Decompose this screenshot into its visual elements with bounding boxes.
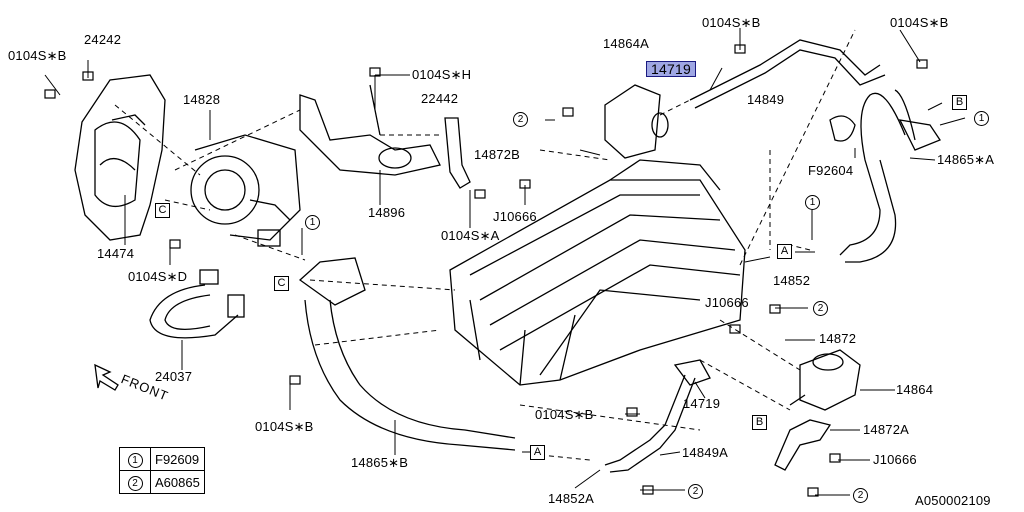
part-label-0104sb: 0104S∗B xyxy=(255,419,314,434)
part-label-24037: 24037 xyxy=(155,369,193,384)
part-label-14896: 14896 xyxy=(368,205,406,220)
diagram-id: A050002109 xyxy=(915,493,991,508)
legend-key: 2 xyxy=(119,470,151,494)
part-label-14872a: 14872A xyxy=(863,422,910,437)
part-label-24242: 24242 xyxy=(84,32,122,47)
circle-callout-1: 1 xyxy=(805,195,820,210)
connection-box-a: A xyxy=(777,244,792,259)
part-label-14852a: 14852A xyxy=(548,491,595,506)
circle-callout-1: 1 xyxy=(974,111,989,126)
part-label-14865b: 14865∗B xyxy=(351,455,409,470)
circle-callout-1: 1 xyxy=(305,215,320,230)
part-label-f92604: F92604 xyxy=(808,163,854,178)
part-label-22442: 22442 xyxy=(421,91,459,106)
circle-callout-2: 2 xyxy=(513,112,528,127)
connection-box-a: A xyxy=(530,445,545,460)
part-label-0104sa: 0104S∗A xyxy=(441,228,500,243)
legend-key: 1 xyxy=(119,447,151,471)
part-label-0104sb: 0104S∗B xyxy=(8,48,67,63)
valve-14864a-drawing xyxy=(604,84,669,159)
bracket-22442-drawing xyxy=(444,117,471,189)
dashed-leaders xyxy=(114,29,856,461)
hose-14865b-drawing xyxy=(298,257,516,451)
part-label-j10666: J10666 xyxy=(493,209,537,224)
legend-value: A60865 xyxy=(150,470,205,494)
part-label-14864: 14864 xyxy=(896,382,934,397)
part-label-14849a: 14849A xyxy=(682,445,729,460)
front-arrow-drawing xyxy=(94,363,119,391)
heat-shield-drawing xyxy=(74,74,166,241)
pipe-14849a-drawing xyxy=(604,359,711,473)
part-label-0104sh: 0104S∗H xyxy=(412,67,472,82)
part-label-14864a: 14864A xyxy=(603,36,650,51)
legend-value: F92609 xyxy=(150,447,205,471)
solid-leaders xyxy=(44,28,966,496)
connection-box-b: B xyxy=(952,95,967,110)
legend-table: 1 F92609 2 A60865 xyxy=(119,447,205,494)
circle-callout-2: 2 xyxy=(813,301,828,316)
part-label-14719-highlighted[interactable]: 14719 xyxy=(646,61,696,77)
part-label-14872b: 14872B xyxy=(474,147,521,162)
part-label-0104sb: 0104S∗B xyxy=(535,407,594,422)
cylinder-head-drawing xyxy=(449,159,746,386)
legend-row: 1 F92609 xyxy=(119,447,205,471)
pipe-14849-drawing xyxy=(689,39,886,109)
clamp-f92604-drawing xyxy=(829,115,856,142)
connection-box-c: C xyxy=(274,276,289,291)
part-label-14849: 14849 xyxy=(747,92,785,107)
part-label-14828: 14828 xyxy=(183,92,221,107)
part-label-0104sd: 0104S∗D xyxy=(128,269,188,284)
part-label-0104sb: 0104S∗B xyxy=(702,15,761,30)
hose-14865a-drawing xyxy=(839,89,941,263)
connection-box-c: C xyxy=(155,203,170,218)
part-label-j10666: J10666 xyxy=(873,452,917,467)
bracket-14872a-drawing xyxy=(774,419,832,471)
legend-row: 2 A60865 xyxy=(119,470,205,494)
hose-24037-drawing xyxy=(149,269,245,339)
circle-callout-2: 2 xyxy=(853,488,868,503)
part-label-14865a: 14865∗A xyxy=(937,152,995,167)
part-label-j10666: J10666 xyxy=(705,295,749,310)
part-label-0104sb: 0104S∗B xyxy=(890,15,949,30)
air-pump-drawing xyxy=(190,134,301,247)
connection-box-b: B xyxy=(752,415,767,430)
valve-14864-drawing xyxy=(789,349,861,411)
circle-callout-2: 2 xyxy=(688,484,703,499)
part-label-14474: 14474 xyxy=(97,246,135,261)
bracket-drawing xyxy=(299,84,441,176)
part-label-14852: 14852 xyxy=(773,273,811,288)
bolts xyxy=(44,44,928,497)
part-label-14872: 14872 xyxy=(819,331,857,346)
part-label-14719: 14719 xyxy=(683,396,721,411)
